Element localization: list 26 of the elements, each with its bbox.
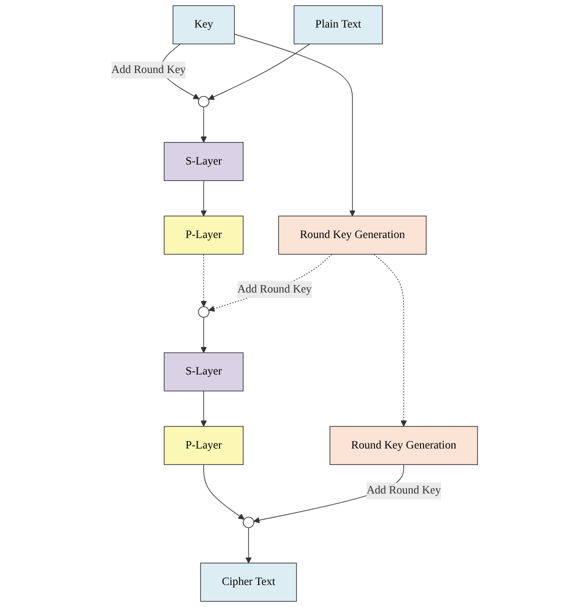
- arrow: [208, 44, 310, 100]
- arrow: [200, 390, 206, 427]
- arrow: [234, 34, 356, 216]
- arrow: [200, 106, 206, 143]
- arrow: [200, 316, 206, 353]
- node-circle: [242, 516, 254, 528]
- edge-label: Add Round Key: [236, 283, 312, 296]
- edge-label: Add Round Key: [110, 64, 186, 76]
- arrow: [373, 254, 406, 427]
- node-box: Round Key Generation: [329, 426, 478, 465]
- arrow: [202, 464, 244, 520]
- node-circle: [198, 306, 209, 318]
- node-box: S-Layer: [163, 352, 244, 392]
- node-box: P-Layer: [163, 426, 244, 465]
- node-box: Round Key Generation: [278, 216, 426, 255]
- node-circle: [198, 96, 209, 108]
- arrow: [200, 180, 206, 216]
- node-box: S-Layer: [163, 142, 244, 181]
- edge-label: Add Round Key: [366, 484, 440, 497]
- arrow: [208, 254, 332, 312]
- node-box: Cipher Text: [200, 562, 296, 602]
- node-box: Plain Text: [293, 5, 382, 44]
- node-box: Key: [172, 5, 234, 44]
- arrow: [244, 527, 252, 564]
- node-box: P-Layer: [163, 216, 244, 255]
- arrow: [200, 254, 206, 307]
